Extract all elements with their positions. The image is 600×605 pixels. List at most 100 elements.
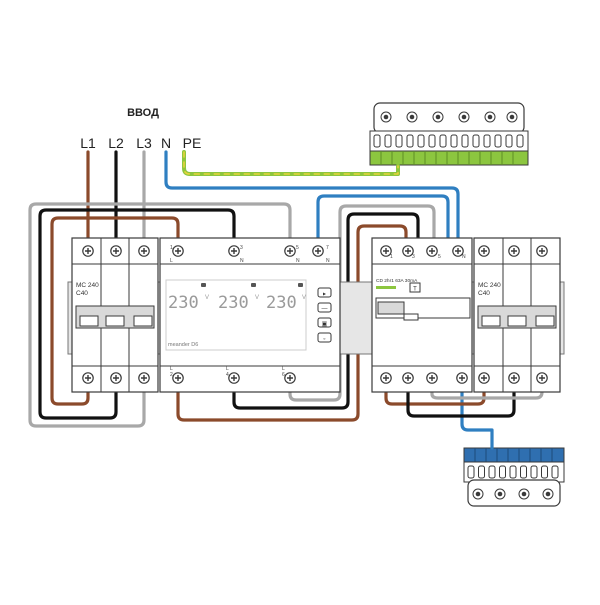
bus-hole <box>461 134 469 148</box>
terminal-screw-slot <box>429 375 435 381</box>
rcd-terminal-5: 5 <box>438 254 441 260</box>
bus-hole <box>483 134 491 148</box>
terminal-screw-slot <box>113 248 119 254</box>
terminal-screw-slot <box>383 248 389 254</box>
relay-top-terminal-6: N <box>296 258 300 264</box>
relay-bottom-terminal-5: 6 <box>282 372 285 378</box>
relay-voltage-1: 230 <box>168 293 199 313</box>
wire-breaker-l1-out <box>50 216 180 406</box>
bus-hole <box>505 134 513 148</box>
bus-hole <box>494 134 502 148</box>
bus-hole <box>509 465 517 479</box>
terminal-screw-slot <box>405 375 411 381</box>
terminal-screw-slot <box>231 375 237 381</box>
input-label-n: N <box>161 135 171 151</box>
relay-top-terminal-7: 7 <box>326 245 329 251</box>
input-label-l2: L2 <box>108 135 124 151</box>
bus-hole <box>428 134 436 148</box>
relay-top-terminal-4: N <box>240 258 244 264</box>
terminal-screw-slot <box>315 248 321 254</box>
terminal-screw-slot <box>85 375 91 381</box>
relay-bottom-terminal-2: L <box>170 366 173 372</box>
bus-hole <box>395 134 403 148</box>
rcd-test-button[interactable] <box>409 282 421 293</box>
relay-top-terminal-8: N <box>326 258 330 264</box>
terminal-screw-slot <box>175 248 181 254</box>
terminal-screw-slot <box>175 375 181 381</box>
terminal-screw-slot <box>511 375 517 381</box>
relay-button-1[interactable] <box>317 287 332 298</box>
relay-bottom-terminal-6: L <box>282 366 285 372</box>
terminal-screw-slot <box>459 375 465 381</box>
relay-button-2[interactable] <box>317 302 332 313</box>
relay-button-3-glyph: ▣ <box>322 322 328 328</box>
wire-rcd-out-1 <box>384 382 486 406</box>
terminal-screw-slot <box>481 375 487 381</box>
wire-n-input <box>164 150 460 248</box>
relay-unit-2: V <box>255 295 259 301</box>
bus-hole <box>488 465 496 479</box>
rcd-terminal-1: 1 <box>390 254 393 260</box>
terminal-screw-slot <box>287 375 293 381</box>
relay-bottom-terminal-1: 2 <box>170 372 173 378</box>
input-label-l3: L3 <box>136 135 152 151</box>
screw-terminals <box>82 245 548 384</box>
wire-rcd-out-3 <box>430 382 544 400</box>
relay-voltage-2: 230 <box>218 293 249 313</box>
terminal-screw-slot <box>113 375 119 381</box>
wire-pe <box>182 150 400 176</box>
relay-unit-3: V <box>302 295 306 301</box>
breaker-right-rating: C40 <box>478 290 490 297</box>
relay-voltage-3: 230 <box>266 293 297 313</box>
relay-brand: meander D6 <box>168 342 198 348</box>
bus-hole <box>551 465 559 479</box>
voltage-relay: 230 V 230 V 230 V meander D6 ▸ — ▣ ▫ 1 L… <box>159 237 341 393</box>
bus-hole <box>450 134 458 148</box>
terminal-screw-slot <box>539 248 545 254</box>
relay-buttons: ▸ — ▣ ▫ <box>317 287 332 343</box>
input-label-l1: L1 <box>80 135 96 151</box>
terminal-screw-slot <box>481 248 487 254</box>
relay-button-2-glyph: — <box>322 307 328 313</box>
relay-unit-1: V <box>205 295 209 301</box>
bus-hole <box>516 134 524 148</box>
rcd-label: CD 2hr1 63A 30mA <box>376 278 418 284</box>
breaker-left-model: MC 240 <box>76 282 99 289</box>
pe-busbar <box>369 102 529 166</box>
relay-button-3[interactable] <box>317 317 332 328</box>
bus-hole <box>373 134 381 148</box>
wire-rcd-out-2 <box>406 382 516 418</box>
rcd-terminal-n: N <box>462 254 466 260</box>
wire-n-output <box>460 382 494 450</box>
bus-hole <box>417 134 425 148</box>
bus-hole <box>439 134 447 148</box>
bus-hole <box>467 465 475 479</box>
terminal-screw-slot <box>429 248 435 254</box>
terminal-screw-slot <box>85 248 91 254</box>
terminal-screw-slot <box>231 248 237 254</box>
wire-pe-stripe <box>183 151 399 175</box>
breaker-left: MC 240 C40 <box>71 237 159 393</box>
relay-bottom-terminal-3: 4 <box>226 372 229 378</box>
wire-breaker-l3-out <box>28 202 292 428</box>
input-title: ВВОД <box>127 107 159 119</box>
bus-hole <box>541 465 548 479</box>
relay-button-4[interactable] <box>317 332 332 343</box>
wire-n-relay <box>316 194 450 248</box>
bus-hole <box>384 134 392 148</box>
input-label-pe: PE <box>183 135 202 151</box>
n-busbar <box>463 447 565 507</box>
relay-top-terminal-1: 1 <box>170 245 173 251</box>
rcd-test-label: T <box>413 287 417 293</box>
bus-hole <box>478 465 485 479</box>
relay-top-terminal-2: L <box>170 258 173 264</box>
bus-hole <box>520 465 527 479</box>
breaker-left-rating: C40 <box>76 290 88 297</box>
bus-hole <box>499 465 506 479</box>
terminal-screw-slot <box>511 248 517 254</box>
bus-hole <box>530 465 538 479</box>
terminal-screw-slot <box>287 248 293 254</box>
relay-button-1-glyph: ▸ <box>323 292 326 298</box>
terminal-screw-slot <box>405 248 411 254</box>
